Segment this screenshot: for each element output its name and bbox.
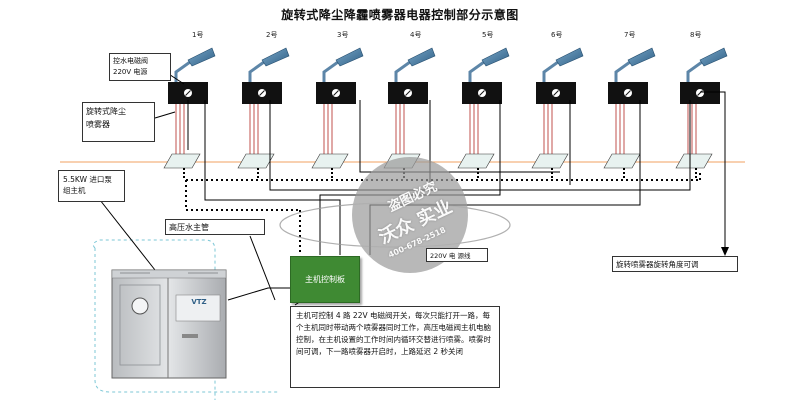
sprayer-number-label: 5号 [482, 31, 494, 39]
sprayer-unit [237, 47, 290, 180]
sprayer-base-plate [311, 153, 349, 169]
sprayer-base-plate [163, 153, 201, 169]
rotation-wire [700, 91, 726, 252]
sprayer-nozzle [481, 47, 510, 67]
sprayer-base-plate [237, 153, 275, 169]
sprayer-number-label: 2号 [266, 31, 278, 39]
pump-area-dashed-outline-left [94, 248, 280, 393]
sprayer-base-plate [603, 153, 641, 169]
sprayer-unit [675, 47, 728, 180]
cabinet-plate: VTZ [191, 298, 207, 306]
watermark [279, 157, 511, 273]
sprayer-unit [603, 47, 656, 180]
sprayer-nozzle [555, 47, 584, 67]
sprayer-arm [248, 60, 265, 82]
main-pipe-line [249, 235, 276, 301]
sprayer-number-label: 4号 [410, 31, 422, 39]
cabinet-gauge [131, 297, 149, 315]
sprayer-number-label: 7号 [624, 31, 636, 39]
rotation-arrow [721, 247, 729, 256]
rotation-callout: 旋转喷雾器旋转角度可调 [612, 256, 738, 272]
sprayer-nozzle [627, 47, 656, 67]
sprayer-number-label: 6号 [551, 31, 563, 39]
sprayer-unit [531, 47, 584, 180]
sprayer-unit [457, 47, 510, 180]
sprayer-nozzle [699, 47, 728, 67]
sprayer-nozzle [335, 47, 364, 67]
sprayer-number-label: 8号 [690, 31, 702, 39]
sprayer-number-label: 3号 [337, 31, 349, 39]
sprayer-unit [163, 47, 216, 180]
sprayer-nozzle [187, 47, 216, 67]
sprayer-callout: 旋转式降尘 喷雾器 [82, 102, 155, 142]
sprayer-nozzle [407, 47, 436, 67]
sprayer-arm [394, 60, 411, 82]
sprayer-callout-leader [154, 111, 176, 119]
valve-callout: 控水电磁阀 220V 电源 [109, 53, 171, 81]
main-pipe-callout: 高压水主管 [165, 219, 265, 235]
sprayer-arm [174, 60, 191, 82]
controller-board: 主机控制板 [290, 256, 360, 303]
sprayer-base-plate [457, 153, 495, 169]
sprayer-base-plate [531, 153, 569, 169]
sprayer-nozzle [261, 47, 290, 67]
signal-bus-dotted-2 [185, 180, 301, 255]
sprayer-arm [686, 60, 703, 82]
sprayer-arm [542, 60, 559, 82]
sprayer-number-label: 1号 [192, 31, 204, 39]
sprayer-arm [614, 60, 631, 82]
sprayer-arm [468, 60, 485, 82]
sprayer-arm [322, 60, 339, 82]
sprayer-unit [311, 47, 364, 180]
cabinet-wire [227, 287, 290, 301]
pump-callout: 5.5KW 进口泵 组主机 [58, 170, 125, 202]
sprayer-base-plate [675, 153, 713, 169]
pump-callout-leader [99, 199, 156, 271]
voltage-callout: 220V 电 源线 [426, 248, 488, 262]
diagram-title: 旋转式降尘降霾喷雾器电器控制部分示意图 [281, 8, 519, 22]
pump-cabinet [111, 269, 227, 379]
note-box: 主机可控制 4 路 22V 电磁阀开关，每次只能打开一路，每个主机同时带动两个喷… [290, 306, 500, 388]
